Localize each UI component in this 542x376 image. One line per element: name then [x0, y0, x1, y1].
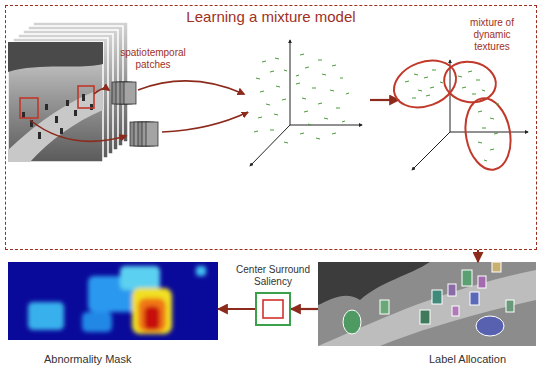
tree-line — [8, 42, 103, 72]
straight-arrow — [370, 99, 398, 101]
panel-caption: Abnormality Mask — [44, 353, 131, 366]
segment — [452, 306, 459, 316]
segment — [343, 310, 361, 334]
axis — [450, 60, 451, 132]
heat-blob — [120, 266, 160, 290]
feature-points — [254, 54, 349, 143]
panel-caption: Label Allocation — [429, 353, 506, 366]
component-ellipse — [460, 95, 516, 174]
segments — [343, 262, 514, 336]
heat-blob — [196, 266, 206, 276]
segment — [492, 262, 501, 272]
flow-arrow — [291, 308, 318, 310]
trees — [318, 262, 430, 305]
heat-blob — [82, 312, 112, 332]
segment — [476, 316, 504, 336]
heat-blob — [132, 288, 172, 334]
flow-arrow — [477, 250, 479, 262]
segment — [478, 276, 486, 288]
heat-ground — [8, 262, 218, 340]
curved-arrow — [94, 89, 109, 94]
label-allocation-image — [318, 262, 536, 346]
model-region: Learning a mixture model — [5, 5, 537, 250]
scene-ground — [318, 262, 536, 346]
video-frames — [8, 22, 128, 162]
mixture-ellipses — [387, 52, 516, 173]
abnormality-mask-panel: Abnormality Mask — [8, 262, 218, 372]
axis — [412, 132, 450, 170]
segment — [506, 300, 514, 312]
heat-blob — [138, 298, 166, 332]
axis — [450, 132, 528, 133]
segment — [448, 284, 456, 296]
segment — [470, 292, 479, 305]
patch-frame — [124, 82, 136, 104]
walkway — [8, 88, 103, 162]
segment — [462, 270, 472, 286]
panel-caption: Center Surround Saliency — [231, 264, 315, 288]
flow-arrow — [218, 308, 255, 310]
curved-arrow — [162, 112, 248, 132]
mixture-points — [405, 70, 499, 161]
segment — [420, 310, 430, 324]
axes — [250, 40, 528, 170]
annotation-label: mixture of dynamic textures — [456, 17, 528, 53]
flow-arrows — [30, 81, 398, 141]
label-allocation-panel: Label Allocation — [318, 262, 536, 372]
annotation-label: spatiotemporal patches — [112, 47, 194, 71]
curved-arrow — [138, 81, 244, 94]
heat-blobs — [28, 266, 206, 334]
heat-map — [8, 262, 218, 340]
walkway — [318, 270, 536, 346]
curved-arrow — [30, 120, 126, 141]
region-title: Learning a mixture model — [186, 8, 355, 26]
patch-stacks — [112, 82, 158, 146]
segment — [432, 290, 442, 304]
center-window — [263, 300, 283, 318]
axis — [290, 40, 291, 125]
axis — [290, 125, 362, 126]
frame — [8, 42, 103, 162]
patch-box — [20, 98, 38, 118]
patch-frame — [146, 122, 158, 146]
heat-blob — [144, 306, 160, 330]
segment — [380, 300, 389, 314]
people — [22, 94, 93, 139]
heat-blob — [28, 302, 64, 330]
saliency-window: Center Surround Saliency — [255, 292, 291, 326]
component-ellipse — [387, 52, 462, 115]
patch-box — [78, 86, 94, 108]
